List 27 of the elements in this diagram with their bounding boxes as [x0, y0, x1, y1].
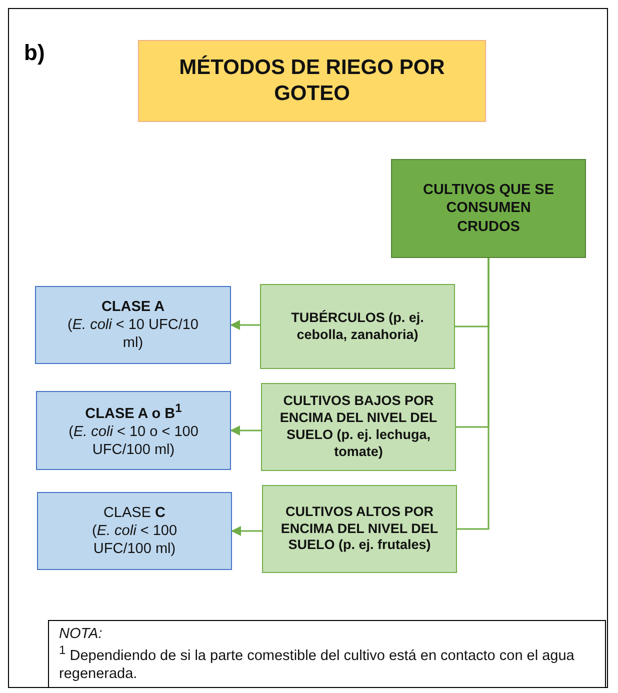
- panel-label: b): [24, 40, 45, 66]
- box-label: CLASE A: [101, 298, 165, 316]
- arrow: [230, 320, 260, 330]
- note-heading: NOTA:: [59, 625, 102, 644]
- box-label: CLASE A o B$^{1}$: [85, 401, 182, 424]
- class-box: [37, 492, 232, 570]
- category-box: [391, 159, 586, 258]
- connector-line: [457, 258, 490, 530]
- box-label: MÉTODOS DE RIEGO POR GOTEO: [178, 54, 446, 107]
- box-label: CULTIVOS ALTOS POR ENCIMA DEL NIVEL DEL SUELO (p. ej. frutales): [280, 504, 440, 554]
- crop-box: [260, 284, 455, 369]
- arrow: [231, 526, 262, 536]
- box-detail: (E. coli < 10 UFC/10 ml): [66, 316, 200, 352]
- box-label: TUBÉRCULOS (p. ej. cebolla, zanahoria): [290, 310, 425, 344]
- box-detail: (E. coli < 10 o < 100 UFC/100 ml): [68, 423, 200, 460]
- class-box: [35, 286, 231, 364]
- arrow: [230, 426, 261, 436]
- box-label: CULTIVOS QUE SE CONSUMEN CRUDOS: [422, 181, 556, 236]
- box-detail: (E. coli < 100 UFC/100 ml): [90, 522, 178, 558]
- crop-box: [261, 383, 456, 471]
- box-label: CULTIVOS BAJOS POR ENCIMA DEL NIVEL DEL SUELO (p. ej. lechuga, tomate): [278, 393, 438, 461]
- class-box: [36, 391, 231, 470]
- crop-box: [262, 485, 457, 573]
- note-text: $^{1}$ Dependiendo de si la parte comestible del cultivo está en contacto con el agua regenerada.: [59, 643, 576, 684]
- title-box: [138, 40, 486, 122]
- note-box: [48, 620, 606, 688]
- box-label: CLASE C: [103, 504, 166, 522]
